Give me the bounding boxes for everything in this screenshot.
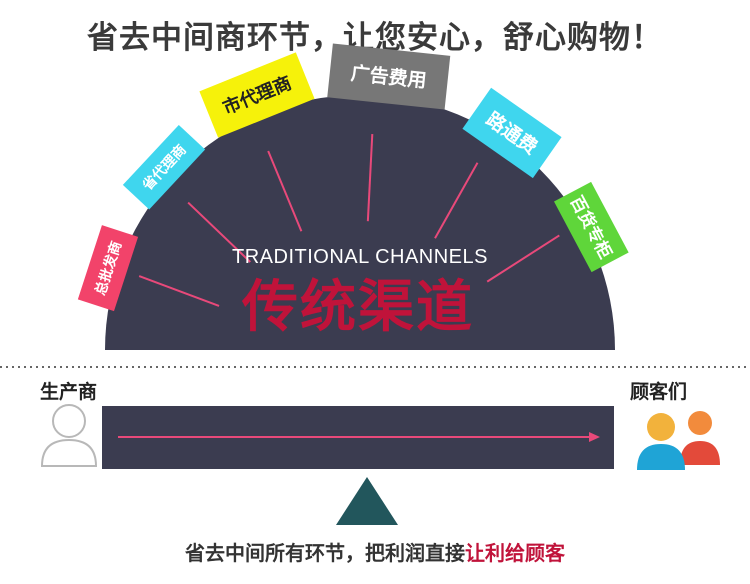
producer-icon — [40, 404, 98, 467]
arch-ray — [366, 134, 374, 222]
bottom-caption: 省去中间所有环节，把利润直接让利给顾客 — [0, 537, 750, 566]
fulcrum-triangle — [336, 477, 398, 525]
channel-tile-box — [77, 225, 139, 312]
arch-ray — [138, 275, 220, 307]
customers-label: 顾客们 — [630, 381, 688, 403]
channel-tile: 省代理商 — [122, 124, 206, 210]
channel-tile-box — [462, 87, 562, 179]
arch-ray — [486, 234, 560, 283]
channel-tile: 总批发商 — [77, 225, 139, 312]
traditional-channel-arch — [105, 95, 615, 350]
flow-arrow-head — [589, 432, 600, 442]
arch-chinese-label: 传统渠道 — [241, 275, 474, 340]
channel-tiles: 总批发商省代理商市代理商广告费用路通费百货专柜 — [77, 43, 629, 312]
channel-tile: 广告费用 — [327, 43, 451, 110]
channel-tile-box — [554, 181, 629, 273]
arch-ray — [434, 162, 479, 239]
arch-rays — [138, 134, 560, 307]
arch-ray — [187, 201, 251, 263]
bottom-caption-main: 省去中间所有环节，把利润直接 — [185, 541, 465, 565]
arch-english-label: TRADITIONAL CHANNELS — [232, 246, 488, 268]
channel-tile-box — [122, 124, 206, 210]
producer-label: 生产商 — [40, 381, 98, 403]
arch-ray — [267, 150, 303, 232]
bottom-caption-highlight: 让利给顾客 — [465, 541, 565, 565]
customers-icon — [637, 411, 720, 470]
channel-tile: 市代理商 — [199, 52, 315, 138]
channel-tile-box — [199, 52, 315, 138]
channel-tile-box — [327, 43, 451, 110]
